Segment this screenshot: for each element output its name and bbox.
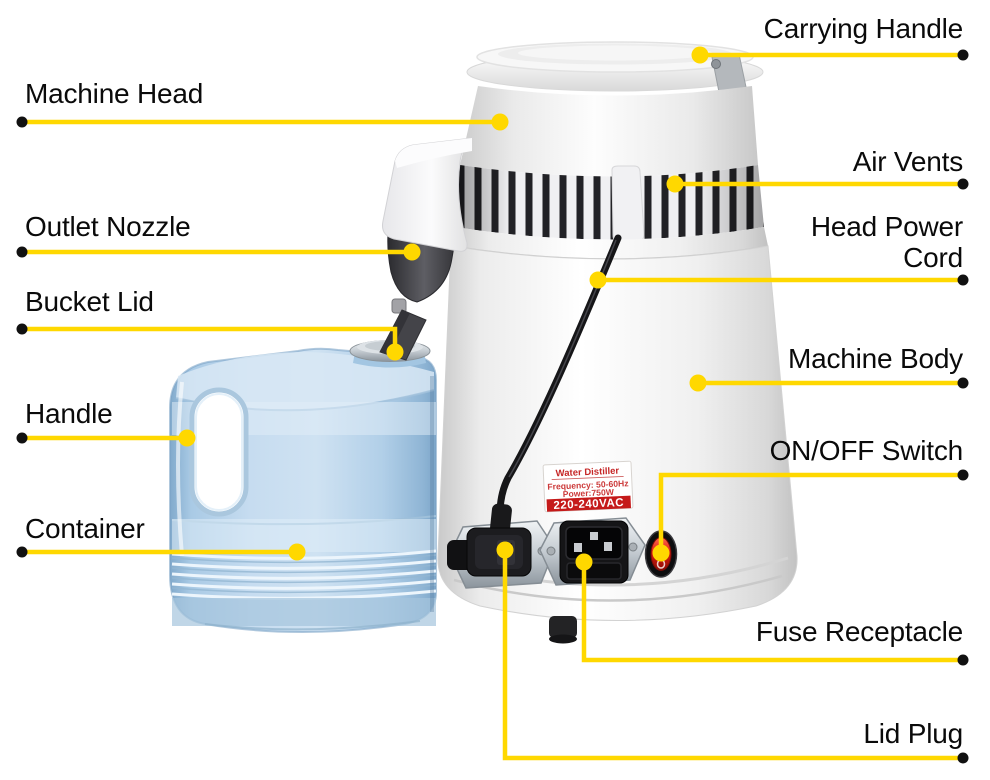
socket-pin-top [590,532,598,540]
front-bracket [611,165,645,244]
callout-label-outlet-nozzle: Outlet Nozzle [25,211,191,242]
label-dot-container [16,546,28,558]
leader-lines [19,52,966,761]
label-dot-air-vents [957,178,969,190]
fuse-drawer [566,562,622,580]
machine-head-cone [460,86,758,177]
leader-bucket-lid [19,326,398,355]
socket-pin-left [574,543,582,552]
dot-carrying-handle [691,46,709,64]
callout-label-carrying-handle: Carrying Handle [763,13,964,44]
sticker-frequency: Frequency: 50-60Hz [547,478,629,492]
cord-highlight [508,239,617,478]
left-edge-highlight [176,381,184,557]
container-ribs [171,549,437,600]
fuse-bezel-screw2-icon [628,542,638,552]
texture-band-mid [172,519,436,552]
vent-lip [451,227,768,259]
base-groove-2 [453,574,783,602]
label-dot-carrying-handle [957,49,969,61]
callout-label-machine-head: Machine Head [25,78,204,109]
fuse-receptacle [539,517,646,586]
container-jug [169,347,437,633]
leader-label-dots [16,49,969,764]
sticker-voltage: 220-240VAC [553,497,624,512]
dot-machine-head [491,113,509,131]
callout-label-handle: Handle [25,398,113,429]
leader-fuse-receptacle [581,559,966,663]
dot-air-vents [666,175,684,193]
label-dot-fuse-receptacle [957,654,969,666]
nozzle-tip [391,298,407,314]
label-dot-machine-head [16,116,28,128]
callout-label-container: Container [25,513,145,544]
dot-head-power-cord [589,271,607,289]
handle-hole-highlight [195,393,243,511]
label-dot-onoff-switch [957,469,969,481]
dot-lid-plug [496,541,514,559]
dot-handle [178,429,196,447]
sticker-title: Water Distiller [555,466,619,480]
label-dot-outlet-nozzle [16,246,28,258]
leader-target-dots [178,46,709,571]
spec-sticker: Water Distiller Frequency: 50-60Hz Power… [542,460,634,513]
leader-lid-plug [502,547,966,761]
label-dot-handle [16,432,28,444]
callout-label-lid-plug: Lid Plug [863,718,963,749]
dot-container [288,543,306,561]
handle-screw-icon [711,59,721,69]
callout-label-head-power-cord: Head Power Cord [810,211,963,273]
socket-pin-right [604,542,612,551]
label-dot-head-power-cord [957,274,969,286]
outlet-arm [382,137,474,252]
container-handle-hole [189,387,249,517]
bottom-inner-arc [204,620,421,631]
texture-band-bottom [172,598,436,626]
callout-label-fuse-receptacle: Fuse Receptacle [755,616,963,647]
callout-label-bucket-lid: Bucket Lid [25,286,154,317]
callout-label-onoff-switch: ON/OFF Switch [769,435,964,466]
dot-outlet-nozzle [403,243,421,261]
dot-onoff-switch [652,544,670,562]
dot-fuse-receptacle [575,553,593,571]
machine-top-lid [466,41,764,93]
container-top-face [176,352,434,410]
callout-label-machine-body: Machine Body [787,343,963,374]
leader-onoff-switch [658,472,966,556]
label-dot-lid-plug [957,752,969,764]
fuse-bezel-screw-icon [546,546,556,556]
label-dot-machine-body [957,377,969,389]
label-dot-bucket-lid [16,323,28,335]
base-foot [549,616,577,644]
sticker-power: Power:750W [563,487,615,499]
callout-label-air-vents: Air Vents [852,146,963,177]
dot-bucket-lid [386,343,404,361]
dot-machine-body [689,374,707,392]
